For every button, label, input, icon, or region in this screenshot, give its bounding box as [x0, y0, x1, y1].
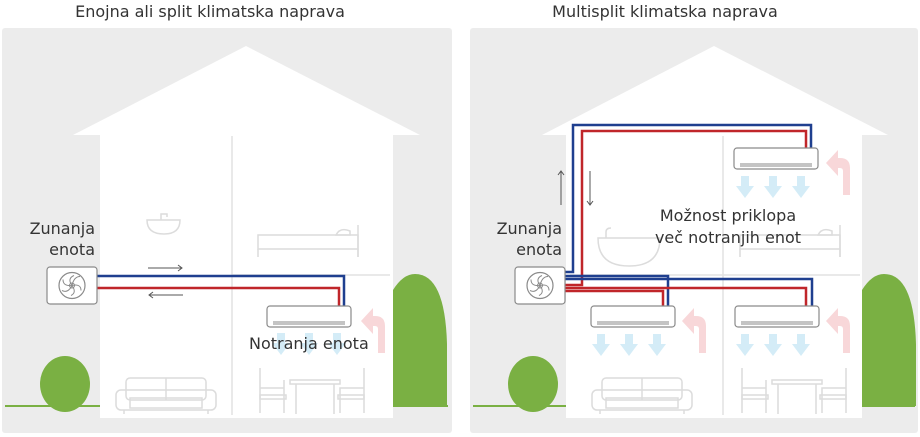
flow-arrow-left-icon [148, 291, 183, 299]
bathtub-icon [597, 227, 661, 267]
pipe-cold-lower-right [565, 277, 814, 306]
panel-title: Enojna ali split klimatska naprava [75, 2, 345, 21]
flow-arrow-down-icon [586, 171, 594, 206]
panel-multisplit: Multisplit klimatska naprava [470, 2, 918, 433]
cool-air-arrows-icon [592, 334, 666, 356]
pipe-hot-lower-left [565, 289, 665, 306]
pipe-cold [97, 274, 346, 306]
bush-tall [393, 274, 447, 406]
flow-arrow-up-icon [557, 170, 565, 205]
pipe-hot-upper [565, 129, 808, 287]
outdoor-unit-fan-icon [514, 266, 566, 305]
sink-icon [146, 213, 181, 235]
multi-label-line2: več notranjih enot [655, 228, 801, 247]
panel-single-split: Enojna ali split klimatska naprava Zunan… [2, 2, 452, 433]
outdoor-label-line1: Zunanja [497, 219, 562, 238]
multi-label-line1: Možnost priklopa [660, 206, 796, 225]
cool-air-arrows-icon [736, 176, 810, 198]
indoor-unit-upper [733, 147, 819, 170]
panel-title: Multisplit klimatska naprava [552, 2, 778, 21]
bush-small [40, 356, 90, 412]
flow-arrow-right-icon [148, 264, 183, 272]
indoor-unit [266, 305, 352, 328]
pipe-cold-upper [565, 123, 813, 274]
indoor-label: Notranja enota [249, 334, 369, 353]
outdoor-label-line2: enota [49, 240, 95, 259]
indoor-unit-lower-left [590, 305, 676, 328]
pipe-hot-lower-right [565, 286, 808, 306]
cool-air-arrows-icon [736, 334, 810, 356]
bush-small [508, 356, 558, 412]
pipe-cold-lower-left [565, 274, 670, 306]
bush-tall [862, 274, 916, 406]
outdoor-label-line2: enota [516, 240, 562, 259]
outdoor-unit-fan-icon [46, 266, 98, 305]
indoor-unit-lower-right [734, 305, 820, 328]
pipe-hot [97, 286, 341, 306]
outdoor-label-line1: Zunanja [30, 219, 95, 238]
